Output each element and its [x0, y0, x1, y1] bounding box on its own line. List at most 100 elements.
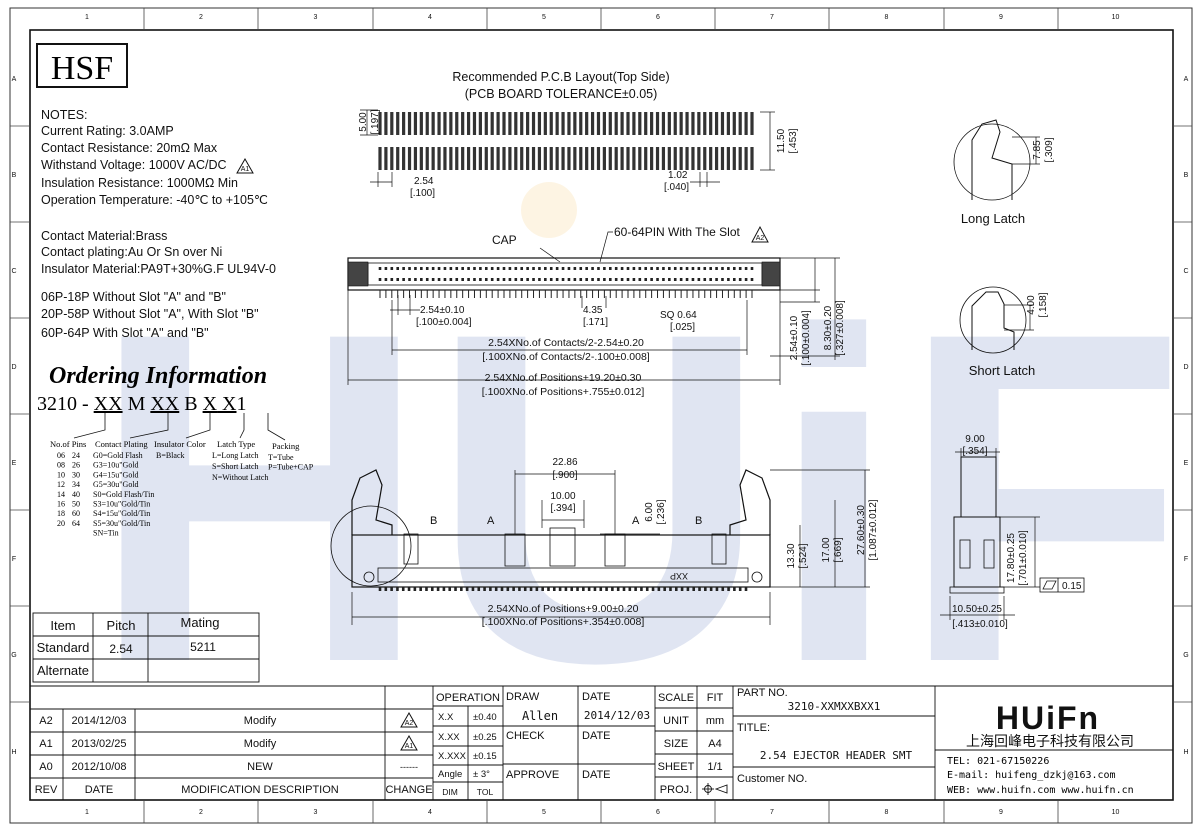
pcb-pad: [555, 112, 559, 135]
ordering-code: 3210 - XX M XX B X X1: [37, 393, 247, 415]
tol-dim: X.X: [438, 712, 454, 723]
pcb-pad: [626, 147, 630, 170]
size-value: A4: [708, 738, 721, 750]
contact-pin: [443, 267, 447, 270]
plating-option: G0=Gold Flash: [93, 451, 143, 460]
title-label: TITLE:: [737, 722, 770, 734]
pcb-pad: [443, 112, 447, 135]
pcb-pad: [466, 112, 471, 135]
approve-label: APPROVE: [506, 769, 559, 781]
title-block: [30, 685, 1173, 800]
slot-line: 20P-58P Without Slot "A", With Slot "B": [41, 307, 259, 321]
rev-change: ------: [400, 762, 418, 772]
pcb-dim: 11.50: [776, 128, 787, 153]
plating-option: G3=10u"Gold: [93, 461, 139, 470]
zone-column-label: 4: [428, 14, 432, 21]
smt-foot: [500, 587, 504, 591]
pcb-pad: [425, 112, 429, 135]
zone-column-label: 10: [1112, 14, 1120, 21]
pcb-dim: [.197]: [370, 109, 381, 134]
contact-pin: [561, 278, 565, 281]
contact-pin: [644, 267, 648, 270]
contact-pin: [727, 278, 730, 281]
contact-pin: [508, 267, 512, 270]
unit-label: UNIT: [663, 715, 689, 727]
front-dim: 6.00: [644, 502, 655, 522]
pcb-pad: [378, 147, 382, 170]
smt-foot: [570, 587, 574, 591]
smt-foot: [744, 587, 748, 591]
rev-cell: A1: [39, 738, 52, 750]
smt-foot: [477, 587, 481, 591]
smt-foot: [378, 587, 382, 591]
contact-pin: [650, 267, 653, 270]
notes-title: NOTES:: [41, 108, 88, 122]
contact-pin: [638, 278, 642, 281]
pcb-pad: [590, 147, 595, 170]
contact-pin: [473, 278, 476, 281]
pcb-pad: [691, 147, 695, 170]
pcb-pad: [655, 147, 660, 170]
note-line: Insulation Resistance: 1000MΩ Min: [41, 176, 238, 190]
pcb-pad: [425, 147, 429, 170]
pcb-pad: [673, 147, 677, 170]
contact-pin: [561, 267, 565, 270]
pcb-pad: [407, 147, 412, 170]
contact-pin: [408, 278, 411, 281]
long-latch-label: Long Latch: [961, 211, 1025, 226]
pcb-pad: [502, 147, 506, 170]
pcb-pad: [461, 147, 465, 170]
rev-flag-label: A2: [756, 235, 765, 242]
pcb-pad: [390, 147, 394, 170]
contact-pin: [544, 278, 547, 281]
contact-pin: [591, 278, 594, 281]
sheet-value: 1/1: [707, 761, 722, 773]
rev-desc: Modify: [244, 715, 277, 727]
contact-pin: [703, 278, 707, 281]
ordering-title: Ordering Information: [49, 363, 267, 389]
pcb-pad: [496, 112, 500, 135]
smt-foot: [599, 587, 603, 591]
top-vdim: 8.30±0.20: [823, 305, 834, 350]
contact-pin: [679, 278, 683, 281]
hdr-plating: Contact Plating: [95, 439, 148, 449]
pcb-pad: [691, 112, 695, 135]
contact-pin: [532, 267, 535, 270]
zone-column-label: 6: [656, 809, 660, 816]
smt-foot: [611, 587, 614, 591]
smt-foot: [651, 587, 655, 591]
contact-pin: [502, 267, 506, 270]
approvals: DRAW Allen CHECK APPROVE DATE 2014/12/03…: [506, 691, 650, 781]
smt-foot: [709, 587, 713, 591]
contact-pin: [668, 278, 671, 281]
smt-foot: [733, 587, 736, 591]
pcb-pad: [520, 147, 524, 170]
smt-foot: [436, 587, 440, 591]
smt-foot: [518, 587, 521, 591]
pcb-pad: [750, 112, 754, 135]
contact-pin: [697, 267, 701, 270]
pin-option: 14: [57, 490, 65, 499]
front-vdim: [.669]: [833, 537, 844, 562]
contact-pin: [514, 267, 518, 270]
pcb-pad: [526, 112, 530, 135]
pcb-pad: [567, 112, 571, 135]
pcb-pad: [449, 112, 453, 135]
smt-foot: [506, 587, 510, 591]
item-table: [32, 612, 260, 683]
part-no-label: PART NO.: [737, 687, 788, 699]
pcb-pad: [714, 112, 719, 135]
pcb-pad: [490, 112, 494, 135]
zone-column-label: 1: [85, 809, 89, 816]
pin-option: 10: [57, 470, 65, 479]
draw-date: 2014/12/03: [584, 709, 650, 722]
contact-pin: [709, 278, 712, 281]
contact-pin: [538, 267, 541, 270]
pcb-pad: [407, 112, 412, 135]
pin-option: 64: [72, 519, 80, 528]
latch-dim: 7.85: [1032, 140, 1043, 160]
smt-foot: [582, 587, 585, 591]
pcb-pad: [638, 112, 642, 135]
pcb-pad: [526, 147, 530, 170]
contact-pin: [467, 267, 470, 270]
